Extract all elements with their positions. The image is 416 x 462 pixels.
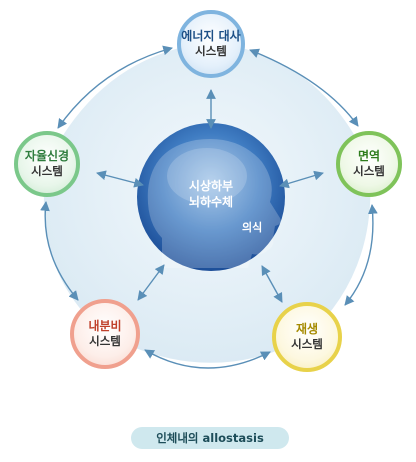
node-immune-title: 면역 bbox=[357, 149, 381, 163]
node-energy-metabolism: 에너지 대사 시스템 bbox=[177, 10, 245, 78]
node-endocrine: 내분비 시스템 bbox=[70, 299, 140, 369]
arrow-regen-endocrine bbox=[144, 349, 271, 369]
node-autonomic-title: 자율신경 bbox=[24, 149, 70, 163]
arrow-center-immune bbox=[279, 170, 324, 189]
node-regen-subtitle: 시스템 bbox=[291, 337, 323, 351]
node-regen-title: 재생 bbox=[295, 322, 319, 336]
node-endocrine-subtitle: 시스템 bbox=[89, 334, 121, 348]
node-energy-title: 에너지 대사 bbox=[181, 29, 241, 43]
node-immune: 면역 시스템 bbox=[336, 131, 402, 197]
consciousness-label: 의식 bbox=[242, 221, 263, 234]
node-autonomic-subtitle: 시스템 bbox=[31, 164, 63, 178]
arrow-center-autonomic bbox=[96, 170, 144, 188]
arrow-endocrine-autonomic bbox=[40, 201, 79, 301]
arrow-energy-immune bbox=[249, 48, 359, 127]
center-label-line2: 뇌하수체 bbox=[188, 195, 234, 209]
center-label-line1: 시상하부 bbox=[188, 179, 234, 193]
head-silhouette bbox=[137, 123, 285, 271]
allostasis-diagram: 시상하부 뇌하수체 의식 에너지 대사 시스템 자율신경 시스템 면역 시스템 … bbox=[14, 10, 402, 372]
node-endocrine-title: 내분비 bbox=[88, 319, 122, 333]
arrow-center-endocrine bbox=[137, 264, 165, 301]
node-regeneration: 재생 시스템 bbox=[272, 302, 342, 372]
arrow-center-regen bbox=[261, 265, 283, 303]
caption-badge: 인체내의 allostasis bbox=[131, 427, 289, 449]
node-autonomic-nervous: 자율신경 시스템 bbox=[14, 131, 80, 197]
node-energy-subtitle: 시스템 bbox=[195, 44, 227, 58]
arrow-autonomic-energy bbox=[57, 45, 173, 129]
node-immune-subtitle: 시스템 bbox=[353, 164, 385, 178]
center-label: 시상하부 뇌하수체 bbox=[160, 178, 262, 210]
diagram-graphics bbox=[40, 42, 378, 369]
arrow-immune-regen bbox=[344, 204, 378, 306]
